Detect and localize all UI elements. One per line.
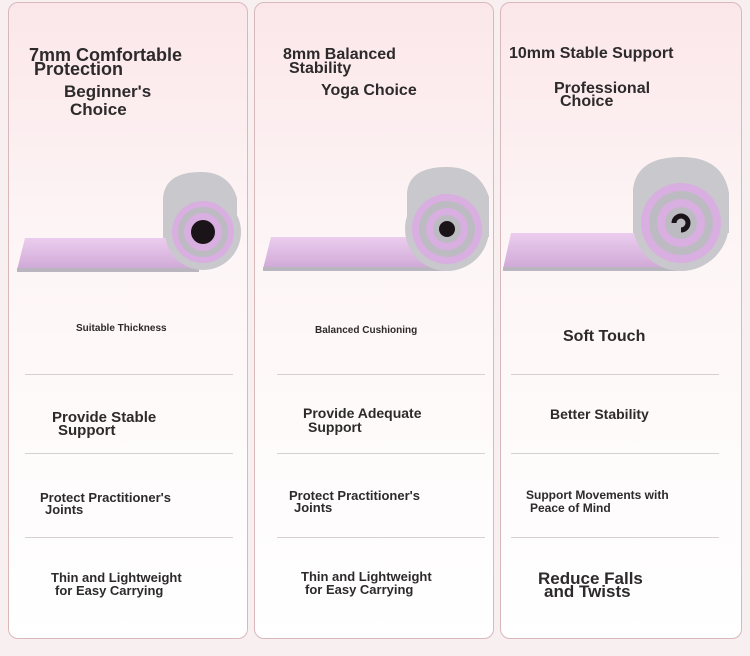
feature-label: Better Stability [550, 406, 649, 422]
feature-line: Better Stability [550, 406, 649, 422]
feature-line: Support Movements with [526, 488, 669, 502]
feature-line: Soft Touch [563, 328, 646, 345]
feature-label: Soft Touch [563, 328, 645, 346]
feature-line: Suitable Thickness [76, 323, 167, 334]
feature-line: and Twists [544, 582, 631, 601]
divider [277, 453, 485, 454]
card-subtitle-line: Choice [560, 93, 614, 110]
feature-label: Provide Adequate Support [303, 405, 422, 435]
feature-label: Support Movements with Peace of Mind [526, 489, 669, 514]
card-title-line: 8mm Balanced [283, 46, 396, 63]
card-title: 7mm Comfortable Protection [29, 45, 183, 79]
feature-label: Protect Practitioner's Joints [289, 488, 420, 515]
rolled-mat-image [17, 172, 241, 272]
feature-line: for Easy Carrying [305, 582, 414, 597]
feature-line: Protect Practitioner's [289, 488, 420, 503]
card-title-line: Stability [289, 60, 352, 77]
feature-line: Reduce Falls [538, 569, 643, 588]
feature-label: Balanced Cushioning [315, 325, 417, 337]
divider [277, 374, 485, 375]
card-title: 8mm Balanced Stability [283, 46, 396, 77]
card-subtitle-line: Choice [70, 100, 127, 119]
card-subtitle: Beginner's Choice [64, 82, 152, 119]
feature-line: Peace of Mind [530, 501, 611, 515]
feature-line: Support [308, 419, 362, 435]
divider [25, 453, 233, 454]
divider [511, 453, 719, 454]
product-card-10mm: 10mm Stable Support Professional Choice … [500, 2, 742, 639]
card-subtitle-line: Beginner's [64, 82, 152, 101]
rolled-mat-image [503, 157, 729, 271]
divider [511, 374, 719, 375]
feature-line: Joints [45, 502, 84, 517]
divider [25, 374, 233, 375]
feature-label: Reduce Falls and Twists [538, 569, 643, 601]
feature-label: Thin and Lightweight for Easy Carrying [51, 570, 182, 598]
feature-line: Protect Practitioner's [40, 490, 171, 505]
feature-line: Provide Adequate [303, 405, 422, 421]
feature-line: Thin and Lightweight [51, 570, 182, 585]
feature-label: Provide Stable Support [52, 409, 157, 439]
card-subtitle: Yoga Choice [321, 82, 417, 100]
divider [277, 537, 485, 538]
divider [511, 537, 719, 538]
card-title-line: 7mm Comfortable [29, 45, 183, 65]
divider [25, 537, 233, 538]
card-subtitle: Professional Choice [554, 80, 651, 110]
feature-line: Support [58, 422, 116, 439]
rolled-mat-image [263, 167, 489, 271]
feature-line: Balanced Cushioning [315, 325, 418, 336]
feature-line: for Easy Carrying [55, 583, 164, 598]
feature-line: Thin and Lightweight [301, 569, 432, 584]
feature-line: Joints [294, 500, 333, 515]
card-title-line: Protection [34, 59, 124, 79]
card-subtitle-line: Professional [554, 80, 651, 97]
feature-line: Provide Stable [52, 409, 157, 426]
feature-label: Protect Practitioner's Joints [40, 490, 171, 517]
product-card-8mm: 8mm Balanced Stability Yoga Choice Balan… [254, 2, 494, 639]
card-title: 10mm Stable Support [509, 45, 674, 62]
product-card-7mm: 7mm Comfortable Protection Beginner's Ch… [8, 2, 248, 639]
card-subtitle-line: Yoga Choice [321, 82, 417, 99]
feature-label: Suitable Thickness [76, 323, 167, 335]
card-title-line: 10mm Stable Support [509, 45, 674, 62]
feature-label: Thin and Lightweight for Easy Carrying [301, 569, 432, 597]
